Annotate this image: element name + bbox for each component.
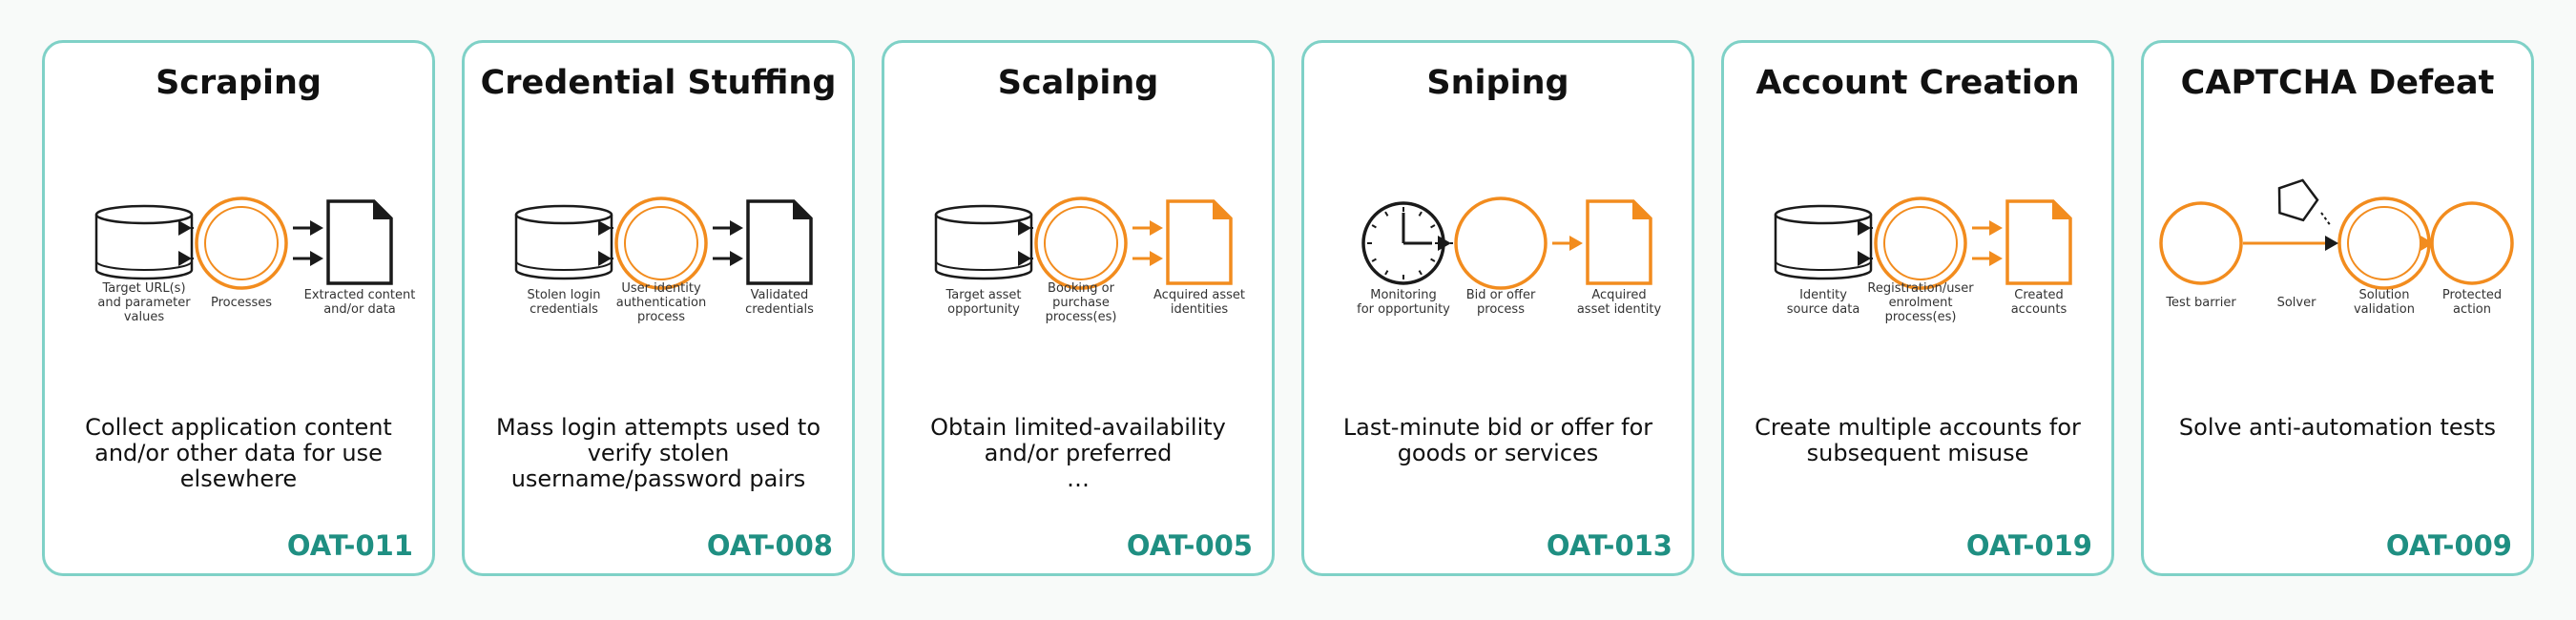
flow-arrow: [713, 220, 743, 266]
step-label: Bid or offer process: [1465, 288, 1536, 317]
database-icon: [514, 204, 613, 280]
process-circle-icon: [1454, 196, 1548, 290]
flow-arrow: [1858, 220, 1873, 266]
card-title: CAPTCHA Defeat: [2180, 64, 2495, 102]
card-description: Mass login attempts used to verify stole…: [495, 414, 821, 492]
flow-diagram: [1774, 196, 2072, 290]
flow-arrow: [2243, 212, 2434, 251]
flow-diagram: [1361, 196, 1652, 290]
flow-arrow: [1438, 236, 1453, 251]
card-title: Account Creation: [1755, 64, 2080, 102]
step-label: Target URL(s) and parameter values: [97, 280, 191, 324]
step-label: Processes: [210, 295, 273, 310]
card-description: Collect application content and/or other…: [85, 414, 392, 492]
oat-code: OAT-005: [1126, 529, 1253, 562]
process-circle-icon: [195, 196, 288, 290]
step-label: Booking or purchase process(es): [1045, 280, 1117, 324]
circle-icon: [2159, 201, 2243, 285]
step-label: Target asset opportunity: [945, 288, 1022, 317]
card-description: Last-minute bid or offer for goods or se…: [1342, 414, 1653, 466]
process-circle-icon: [2337, 196, 2431, 290]
flow-diagram: [934, 196, 1233, 290]
flow-arrow: [1018, 220, 1033, 266]
step-label: Registration/user enrolment process(es): [1867, 280, 1974, 324]
flow-arrow: [1552, 236, 1583, 251]
circle-icon: [2430, 201, 2514, 285]
oat-code: OAT-011: [286, 529, 413, 562]
process-circle-icon: [1034, 196, 1128, 290]
pentagon-icon: [2277, 178, 2319, 222]
database-icon: [94, 204, 194, 280]
card-title: Scraping: [156, 64, 322, 102]
flow-diagram: [2159, 178, 2514, 290]
card-title: Credential Stuffing: [480, 64, 837, 102]
oat-code: OAT-019: [1965, 529, 2092, 562]
document-icon: [2005, 199, 2072, 285]
oat-code: OAT-008: [706, 529, 833, 562]
step-label: Protected action: [2441, 288, 2503, 317]
oat-code: OAT-009: [2385, 529, 2512, 562]
flow-diagram: [514, 196, 813, 290]
step-label: Solution validation: [2353, 288, 2415, 317]
flow-arrow: [293, 220, 323, 266]
step-label: Solver: [2276, 295, 2316, 310]
card-title: Sniping: [1426, 64, 1569, 102]
step-label: Acquired asset identities: [1153, 288, 1245, 317]
process-circle-icon: [1874, 196, 1967, 290]
step-label: Test barrier: [2166, 295, 2236, 310]
step-label: User identity authentication process: [615, 280, 707, 324]
flow-arrow: [178, 220, 194, 266]
card-title: Scalping: [997, 64, 1159, 102]
step-label: Stolen login credentials: [527, 288, 601, 317]
step-label: Created accounts: [2010, 288, 2067, 317]
flow-arrow: [1132, 220, 1163, 266]
step-label: Validated credentials: [745, 288, 814, 317]
step-label: Extracted content and/or data: [303, 288, 416, 317]
card-description: Obtain limited-availability and/or prefe…: [930, 414, 1226, 492]
document-icon: [1166, 199, 1233, 285]
clock-icon: [1361, 201, 1445, 285]
step-label: Monitoring for opportunity: [1357, 288, 1450, 317]
card-description: Solve anti-automation tests: [2178, 414, 2497, 441]
step-label: Acquired asset identity: [1576, 288, 1662, 317]
document-icon: [1586, 199, 1652, 285]
database-icon: [934, 204, 1033, 280]
flow-arrow: [598, 220, 613, 266]
process-circle-icon: [614, 196, 708, 290]
oat-code: OAT-013: [1546, 529, 1672, 562]
document-icon: [746, 199, 813, 285]
document-icon: [326, 199, 393, 285]
flow-arrow: [1972, 220, 2003, 266]
database-icon: [1774, 204, 1873, 280]
step-label: Identity source data: [1786, 288, 1860, 317]
flow-diagram: [94, 196, 393, 290]
card-description: Create multiple accounts for subsequent …: [1755, 414, 2081, 466]
